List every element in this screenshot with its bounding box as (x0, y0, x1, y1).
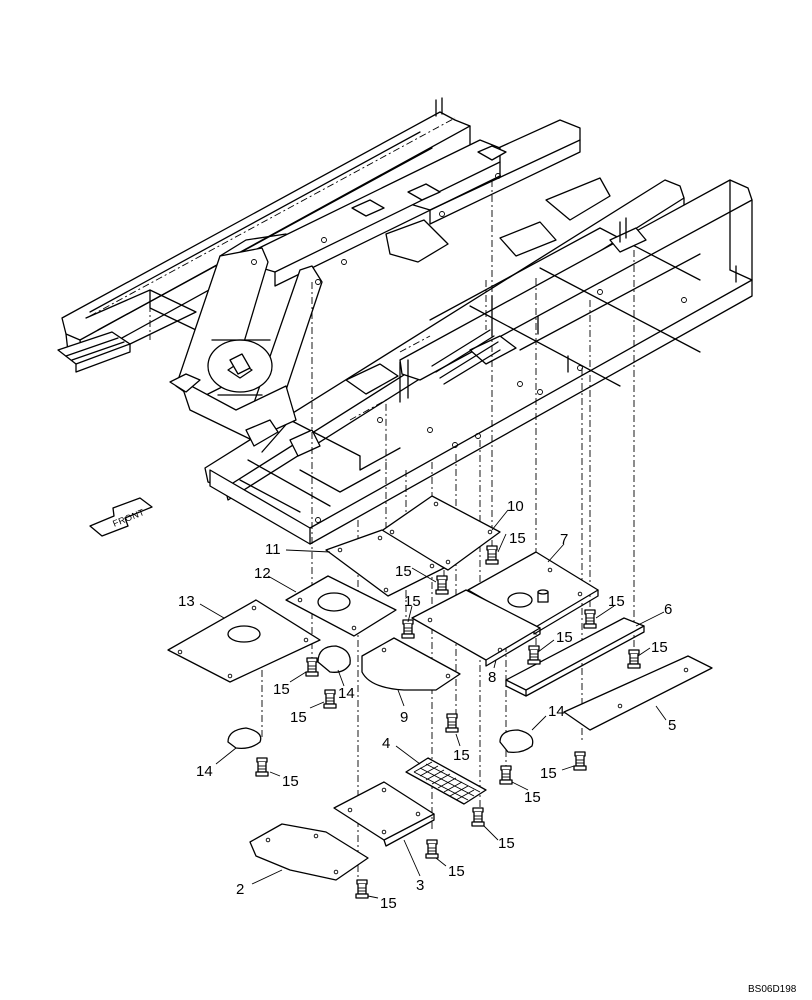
label-15-h: 15 (290, 709, 307, 726)
panel-6 (505, 617, 645, 697)
main-frame (57, 97, 753, 545)
panel-11 (325, 529, 445, 597)
label-10: 10 (507, 498, 524, 515)
panel-9 (361, 637, 461, 691)
label-9: 9 (400, 709, 408, 726)
panel-12 (285, 575, 397, 637)
label-14-b: 14 (548, 703, 565, 720)
label-15-d: 15 (608, 593, 625, 610)
label-15-k: 15 (540, 765, 557, 782)
drawing-code: BS06D198 (748, 984, 797, 995)
panel-8 (411, 589, 541, 667)
label-15-f: 15 (651, 639, 668, 656)
panel-2 (249, 823, 369, 881)
label-14-c: 14 (196, 763, 213, 780)
label-4: 4 (382, 735, 390, 752)
leader-lines (199, 509, 667, 899)
label-2: 2 (236, 881, 244, 898)
label-15-c: 15 (404, 593, 421, 610)
cover-14-c (499, 729, 534, 754)
label-15-l: 15 (524, 789, 541, 806)
label-12: 12 (254, 565, 271, 582)
grille-4 (405, 757, 487, 805)
front-direction-arrow: FRONT (89, 497, 153, 537)
label-15-b: 15 (395, 563, 412, 580)
part-labels: 10 15 7 11 15 12 13 15 15 6 15 15 8 15 1… (178, 498, 676, 912)
label-8: 8 (488, 669, 496, 686)
panel-5 (563, 655, 713, 731)
label-5: 5 (668, 717, 676, 734)
label-15-m: 15 (498, 835, 515, 852)
panel-13 (167, 599, 321, 683)
label-7: 7 (560, 531, 568, 548)
label-3: 3 (416, 877, 424, 894)
label-15-g: 15 (273, 681, 290, 698)
label-14-a: 14 (338, 685, 355, 702)
label-15-i: 15 (453, 747, 470, 764)
label-15-e: 15 (556, 629, 573, 646)
label-15-n: 15 (448, 863, 465, 880)
label-13: 13 (178, 593, 195, 610)
cover-14-a (317, 645, 351, 673)
label-11: 11 (265, 541, 281, 558)
label-15-a: 15 (509, 530, 526, 547)
cover-14-b (227, 727, 262, 750)
label-15-o: 15 (380, 895, 397, 912)
label-6: 6 (664, 601, 672, 618)
label-15-j: 15 (282, 773, 299, 790)
panel-3 (333, 781, 435, 847)
